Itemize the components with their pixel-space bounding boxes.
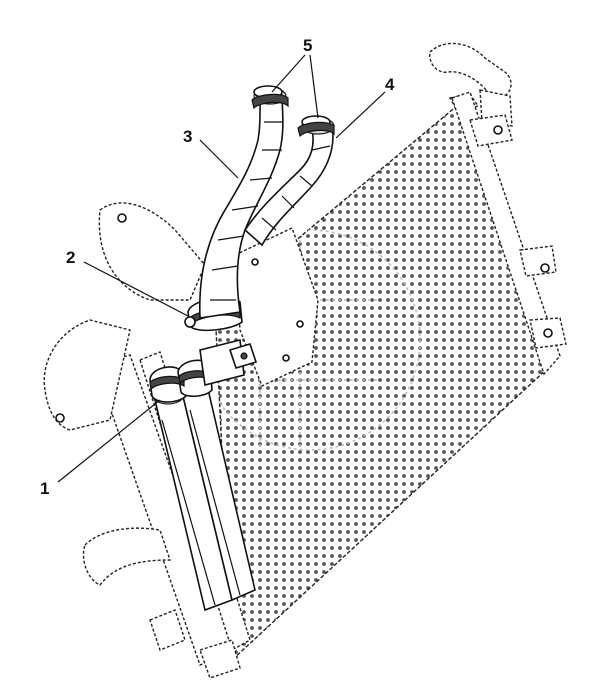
callout-5: 5 [303, 36, 313, 55]
leader-line-1 [57, 399, 161, 483]
hose-clamps-part-5 [251, 93, 335, 138]
leader-line-5b [309, 54, 319, 119]
leader-line-2 [83, 261, 189, 317]
mounting-bracket [234, 227, 319, 387]
hose-connector-part-1 [149, 339, 245, 403]
callout-4: 4 [385, 75, 395, 94]
callout-3: 3 [183, 127, 193, 146]
leader-line-3 [199, 139, 239, 179]
lower-pipe [82, 527, 171, 586]
callout-2: 2 [66, 248, 76, 267]
leader-lines [57, 54, 386, 483]
fittings [228, 343, 258, 369]
left-shroud [43, 202, 206, 431]
leader-line-5a [271, 54, 306, 93]
callout-1: 1 [40, 479, 50, 498]
leader-line-4 [335, 91, 386, 139]
